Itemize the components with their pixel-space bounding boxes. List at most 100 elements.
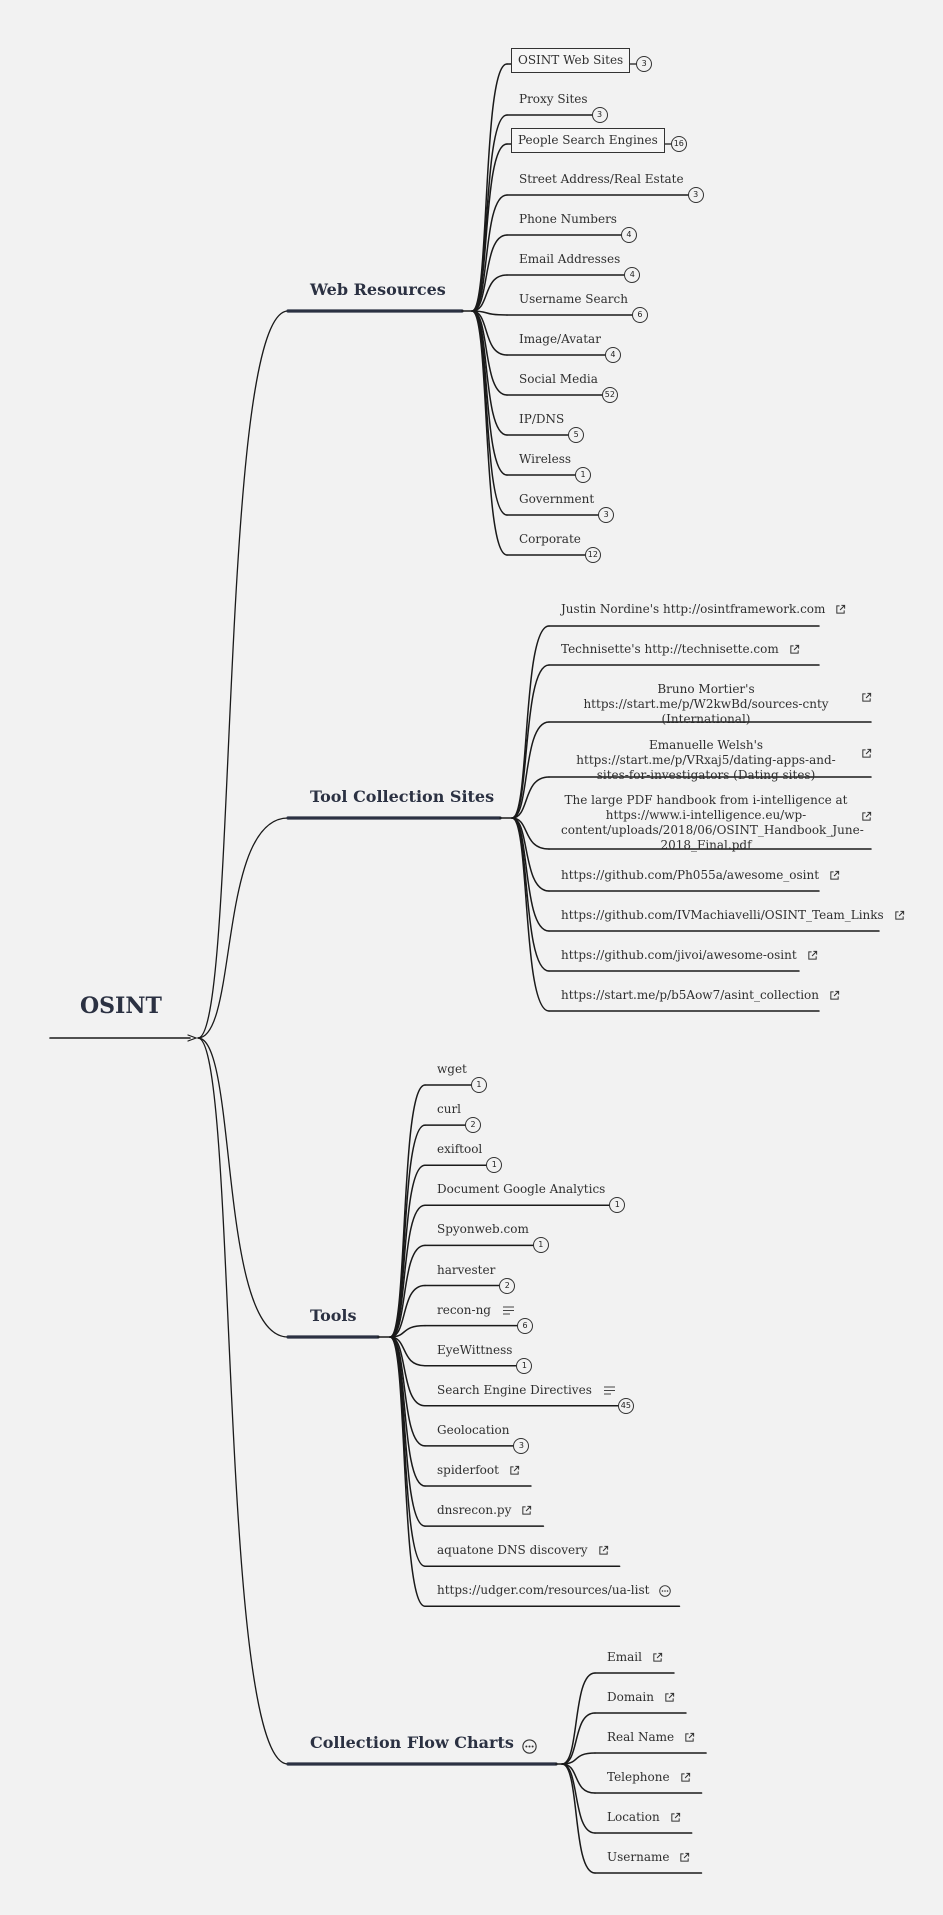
item-connector — [471, 310, 508, 556]
tool-collection-link[interactable]: https://github.com/IVMachiavelli/OSINT_T… — [561, 908, 884, 922]
tool-collection-link[interactable]: https://start.me/p/b5Aow7/asint_collecti… — [561, 988, 820, 1002]
external-link-icon[interactable] — [829, 990, 840, 1001]
tool-item[interactable]: spiderfoot — [437, 1463, 499, 1477]
external-link-icon[interactable] — [861, 692, 872, 703]
tool-item[interactable]: EyeWittness — [437, 1342, 513, 1357]
external-link-icon[interactable] — [807, 950, 818, 961]
external-link-icon[interactable] — [680, 1772, 691, 1783]
tool-item[interactable]: exiftool — [437, 1142, 483, 1157]
web-resource-item[interactable]: Corporate — [519, 532, 581, 546]
branch-title[interactable]: Web Resources — [310, 280, 446, 299]
count-badge[interactable]: 3 — [513, 1437, 530, 1454]
flow-chart-item[interactable]: Domain — [607, 1690, 654, 1704]
notes-icon[interactable] — [603, 1386, 615, 1395]
count-badge[interactable]: 16 — [670, 136, 687, 152]
item-connector — [561, 1763, 596, 1874]
tool-item[interactable]: Spyonweb.com — [437, 1222, 529, 1237]
count-badge[interactable]: 1 — [609, 1197, 626, 1214]
tool-collection-link[interactable]: Technisette's http://technisette.com — [561, 642, 779, 656]
count-badge[interactable]: 3 — [636, 56, 653, 72]
count-badge[interactable]: 6 — [631, 307, 648, 323]
external-link-icon[interactable] — [509, 1465, 520, 1476]
tool-item[interactable]: Document Google Analytics — [437, 1182, 606, 1197]
more-options-icon[interactable] — [659, 1585, 672, 1598]
count-badge[interactable]: 1 — [486, 1157, 503, 1174]
web-resource-item[interactable]: OSINT Web Sites — [511, 48, 631, 73]
web-resource-item[interactable]: Email Addresses — [519, 252, 621, 266]
tool-collection-link[interactable]: The large PDF handbook from i-intelligen… — [561, 793, 864, 852]
web-resource-item[interactable]: Government — [519, 492, 595, 506]
count-badge[interactable]: 6 — [516, 1317, 533, 1334]
count-badge[interactable]: 4 — [620, 227, 637, 243]
external-link-icon[interactable] — [861, 811, 872, 822]
count-badge[interactable]: 1 — [516, 1357, 533, 1374]
item-connector — [561, 1752, 596, 1765]
external-link-icon[interactable] — [664, 1692, 675, 1703]
tool-item[interactable]: Search Engine Directives — [437, 1382, 592, 1397]
tool-item[interactable]: curl — [437, 1102, 462, 1117]
tool-item[interactable]: dnsrecon.py — [437, 1503, 512, 1518]
tool-item[interactable]: aquatone DNS discovery — [437, 1543, 588, 1558]
external-link-icon[interactable] — [598, 1545, 609, 1556]
count-badge[interactable]: 1 — [470, 1077, 487, 1093]
tool-collection-link[interactable]: https://github.com/Ph055a/awesome_osint — [561, 868, 820, 882]
count-badge[interactable]: 4 — [604, 347, 621, 363]
flow-chart-item[interactable]: Location — [607, 1810, 660, 1824]
count-badge[interactable]: 3 — [598, 507, 615, 523]
more-options-icon[interactable] — [522, 1739, 537, 1754]
count-badge[interactable]: 4 — [624, 267, 641, 283]
web-resource-item[interactable]: People Search Engines — [511, 128, 665, 153]
count-badge[interactable]: 45 — [617, 1397, 634, 1414]
flow-chart-item[interactable]: Real Name — [607, 1730, 675, 1744]
branch-title[interactable]: Tool Collection Sites — [310, 787, 495, 806]
flow-chart-item[interactable]: Username — [607, 1850, 670, 1864]
count-badge[interactable]: 52 — [601, 387, 618, 403]
count-badge[interactable]: 12 — [584, 547, 601, 563]
branch-title[interactable]: Collection Flow Charts — [310, 1733, 514, 1752]
external-link-icon[interactable] — [835, 604, 846, 615]
tool-collection-link[interactable]: Emanuelle Welsh's https://start.me/p/VRx… — [576, 738, 836, 782]
web-resource-item[interactable]: Social Media — [519, 372, 598, 386]
count-badge[interactable]: 1 — [532, 1237, 549, 1254]
count-badge[interactable]: 3 — [687, 187, 704, 203]
flow-chart-item[interactable]: Telephone — [607, 1770, 670, 1784]
flow-chart-item[interactable]: Email — [607, 1650, 642, 1664]
web-resource-item[interactable]: Wireless — [519, 452, 572, 466]
item-connector — [561, 1763, 596, 1834]
count-badge[interactable]: 1 — [575, 467, 592, 483]
external-link-icon[interactable] — [684, 1732, 695, 1743]
external-link-icon[interactable] — [679, 1852, 690, 1863]
tool-item[interactable]: harvester — [437, 1262, 496, 1277]
item-connector — [511, 817, 550, 1012]
external-link-icon[interactable] — [670, 1812, 681, 1823]
count-badge[interactable]: 2 — [465, 1117, 482, 1134]
web-resource-item[interactable]: Proxy Sites — [519, 92, 588, 106]
branch-title[interactable]: Tools — [310, 1306, 357, 1325]
count-badge[interactable]: 2 — [499, 1277, 516, 1294]
notes-icon[interactable] — [502, 1306, 514, 1315]
tool-item[interactable]: wget — [437, 1062, 467, 1076]
external-link-icon[interactable] — [652, 1652, 663, 1663]
external-link-icon[interactable] — [789, 644, 800, 655]
web-resource-item[interactable]: Phone Numbers — [519, 212, 617, 226]
item-connector — [511, 776, 550, 819]
web-resource-item[interactable]: IP/DNS — [519, 412, 565, 426]
item-connector — [511, 664, 550, 819]
tool-collection-link[interactable]: Bruno Mortier's https://start.me/p/W2kwB… — [583, 682, 829, 726]
item-connector — [389, 1244, 426, 1338]
external-link-icon[interactable] — [894, 910, 905, 921]
count-badge[interactable]: 3 — [591, 107, 608, 123]
count-badge[interactable]: 5 — [568, 427, 585, 443]
tool-collection-link[interactable]: Justin Nordine's http://osintframework.c… — [561, 602, 826, 616]
web-resource-item[interactable]: Street Address/Real Estate — [519, 172, 684, 186]
tool-item[interactable]: Geolocation — [437, 1422, 510, 1437]
tool-item[interactable]: https://udger.com/resources/ua-list — [437, 1583, 650, 1598]
web-resource-item[interactable]: Image/Avatar — [519, 332, 601, 346]
web-resource-item[interactable]: Username Search — [519, 292, 628, 306]
external-link-icon[interactable] — [861, 748, 872, 759]
item-connector — [389, 1204, 426, 1338]
tool-collection-link[interactable]: https://github.com/jivoi/awesome-osint — [561, 948, 797, 962]
external-link-icon[interactable] — [829, 870, 840, 881]
external-link-icon[interactable] — [521, 1505, 532, 1516]
tool-item[interactable]: recon-ng — [437, 1302, 491, 1317]
